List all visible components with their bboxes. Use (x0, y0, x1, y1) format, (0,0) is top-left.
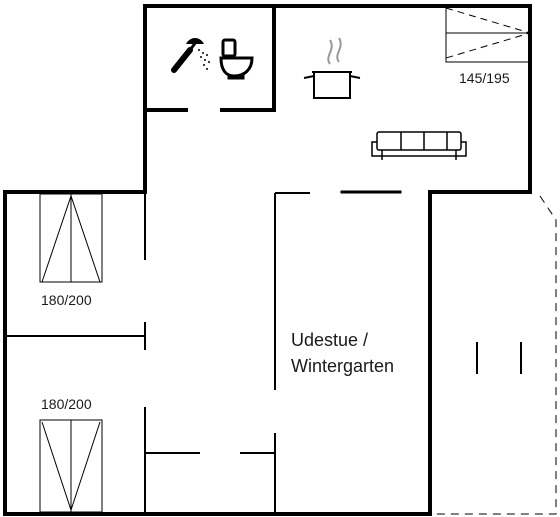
inner-walls (5, 4, 310, 514)
toilet-icon (219, 38, 254, 80)
bed-size-label-left-upper: 180/200 (41, 292, 92, 308)
bed-left-lower (39, 419, 103, 513)
room-label-line-1: Udestue / (291, 330, 368, 350)
bed-size-label-left-lower: 180/200 (41, 396, 92, 412)
bed-size-label-top-right: 145/195 (459, 70, 510, 86)
sofa-icon (371, 131, 467, 160)
cooking-pot-icon (303, 37, 361, 99)
outer-walls (3, 4, 532, 516)
terrace-outline (432, 195, 557, 515)
bed-top-right (445, 5, 532, 63)
bed-left-upper (39, 193, 103, 283)
room-label-line-2: Wintergarten (291, 356, 394, 376)
shower-icon (171, 38, 210, 73)
